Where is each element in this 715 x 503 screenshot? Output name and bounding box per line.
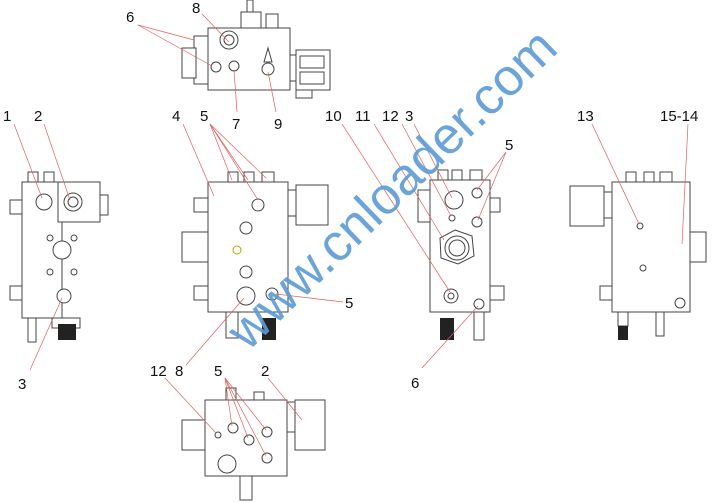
callout-label: 8 (175, 363, 183, 380)
callout-label: 10 (325, 108, 342, 125)
callout-label: 12 (382, 108, 399, 125)
callout-label: 6 (126, 9, 134, 26)
right-middle-view-block (417, 169, 505, 341)
callout-label: 3 (18, 376, 26, 393)
bottom-view-block (181, 387, 326, 501)
far-right-view-block (569, 171, 707, 340)
callout-label: 5 (200, 108, 208, 125)
callout-label: 3 (405, 108, 413, 125)
callout-label: 12 (150, 363, 167, 380)
callout-label: 8 (192, 0, 200, 17)
callout-label: 6 (411, 375, 419, 392)
callout-label: 7 (232, 116, 240, 133)
callout-label: 1 (3, 108, 11, 125)
callout-label: 5 (214, 363, 222, 380)
top-view-block (181, 0, 331, 99)
callout-label: 5 (345, 295, 353, 312)
callout-label: 15-14 (660, 108, 698, 125)
callout-label: 5 (505, 137, 513, 154)
left-view-block (9, 171, 109, 343)
leader-lines (13, 13, 689, 457)
callout-label: 13 (577, 108, 594, 125)
callout-label: 11 (355, 108, 371, 125)
middle-view-block (181, 171, 329, 340)
callout-label: 4 (172, 108, 180, 125)
callout-label: 2 (261, 363, 269, 380)
callout-labels: 6 8 7 9 1 2 3 4 5 5 8 10 11 12 3 5 6 13 … (3, 0, 698, 393)
callout-label: 9 (274, 116, 282, 133)
callout-label: 2 (34, 108, 42, 125)
